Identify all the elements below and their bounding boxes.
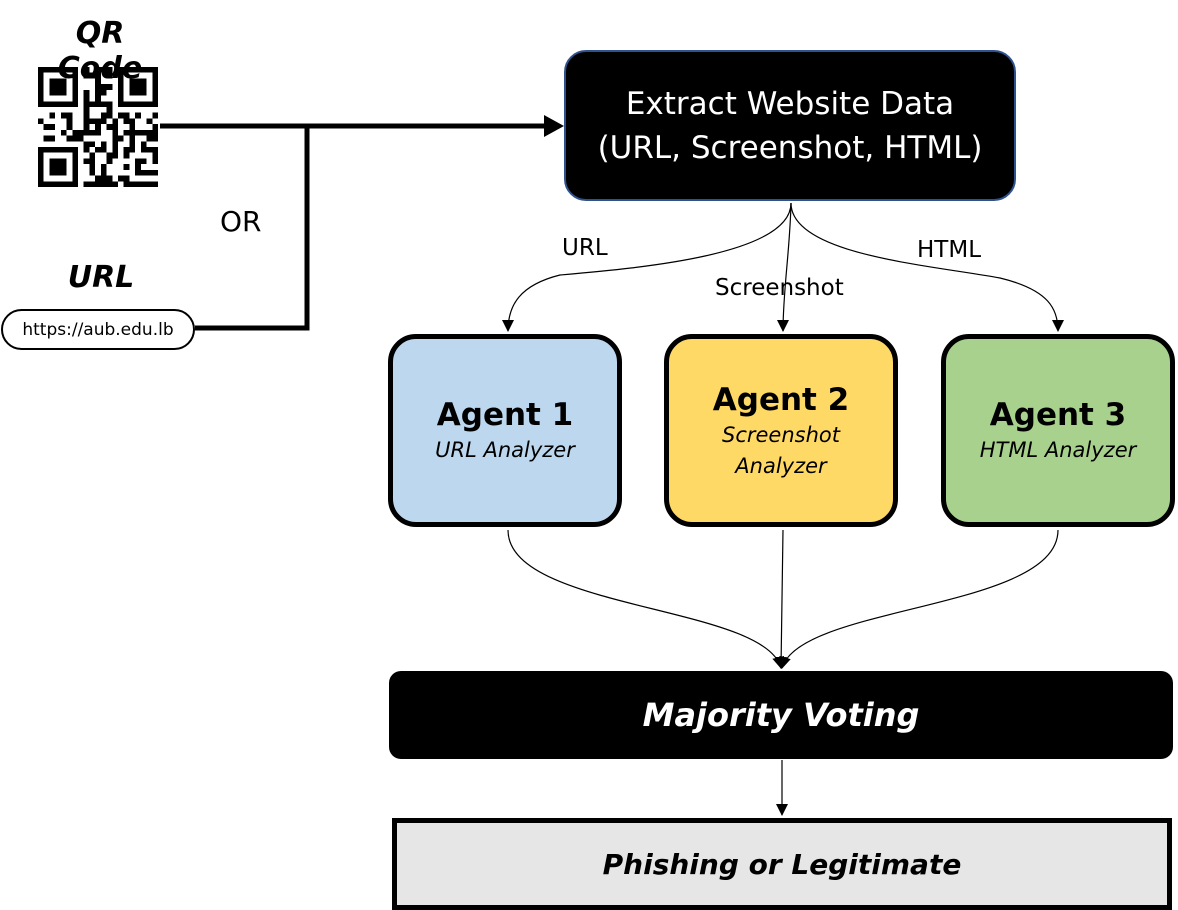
edge-label-url: URL [562,235,608,261]
agent3-to-voting-arrow [779,529,1059,669]
qr-code-image [38,67,158,187]
agent-2-box: Agent 2 Screenshot Analyzer [664,334,898,527]
or-label: OR [220,205,262,238]
agent-3-role: HTML Analyzer [979,438,1137,462]
majority-voting-box: Majority Voting [389,671,1173,759]
url-input-field[interactable]: https://aub.edu.lb [1,309,195,350]
agent-1-box: Agent 1 URL Analyzer [388,334,622,527]
agent1-to-voting-arrow [507,529,785,669]
agent-2-role-line2: Analyzer [735,453,827,478]
url-input-connector [195,126,310,331]
edge-label-html: HTML [917,237,982,263]
agent-1-name: Agent 1 [436,397,574,433]
extract-to-agent3-arrow [790,202,1064,332]
agent-1-role: URL Analyzer [435,438,575,462]
extract-title-line1: Extract Website Data [625,85,955,122]
qr-arrowhead [544,115,564,137]
agent-2-name: Agent 2 [712,381,850,418]
extract-title-line2: (URL, Screenshot, HTML) [597,129,983,166]
agent-2-role-line1: Screenshot [722,422,840,447]
extract-website-data-box: Extract Website Data (URL, Screenshot, H… [564,50,1016,201]
extract-to-agent2-arrow [777,202,792,332]
extract-to-agent1-arrow [502,202,792,332]
agent-3-name: Agent 3 [989,397,1127,433]
url-title: URL [67,260,135,295]
result-box: Phishing or Legitimate [392,818,1172,910]
agent2-to-voting-arrow [775,529,788,669]
agent-3-box: Agent 3 HTML Analyzer [941,334,1175,527]
edge-label-screenshot: Screenshot [715,275,844,301]
